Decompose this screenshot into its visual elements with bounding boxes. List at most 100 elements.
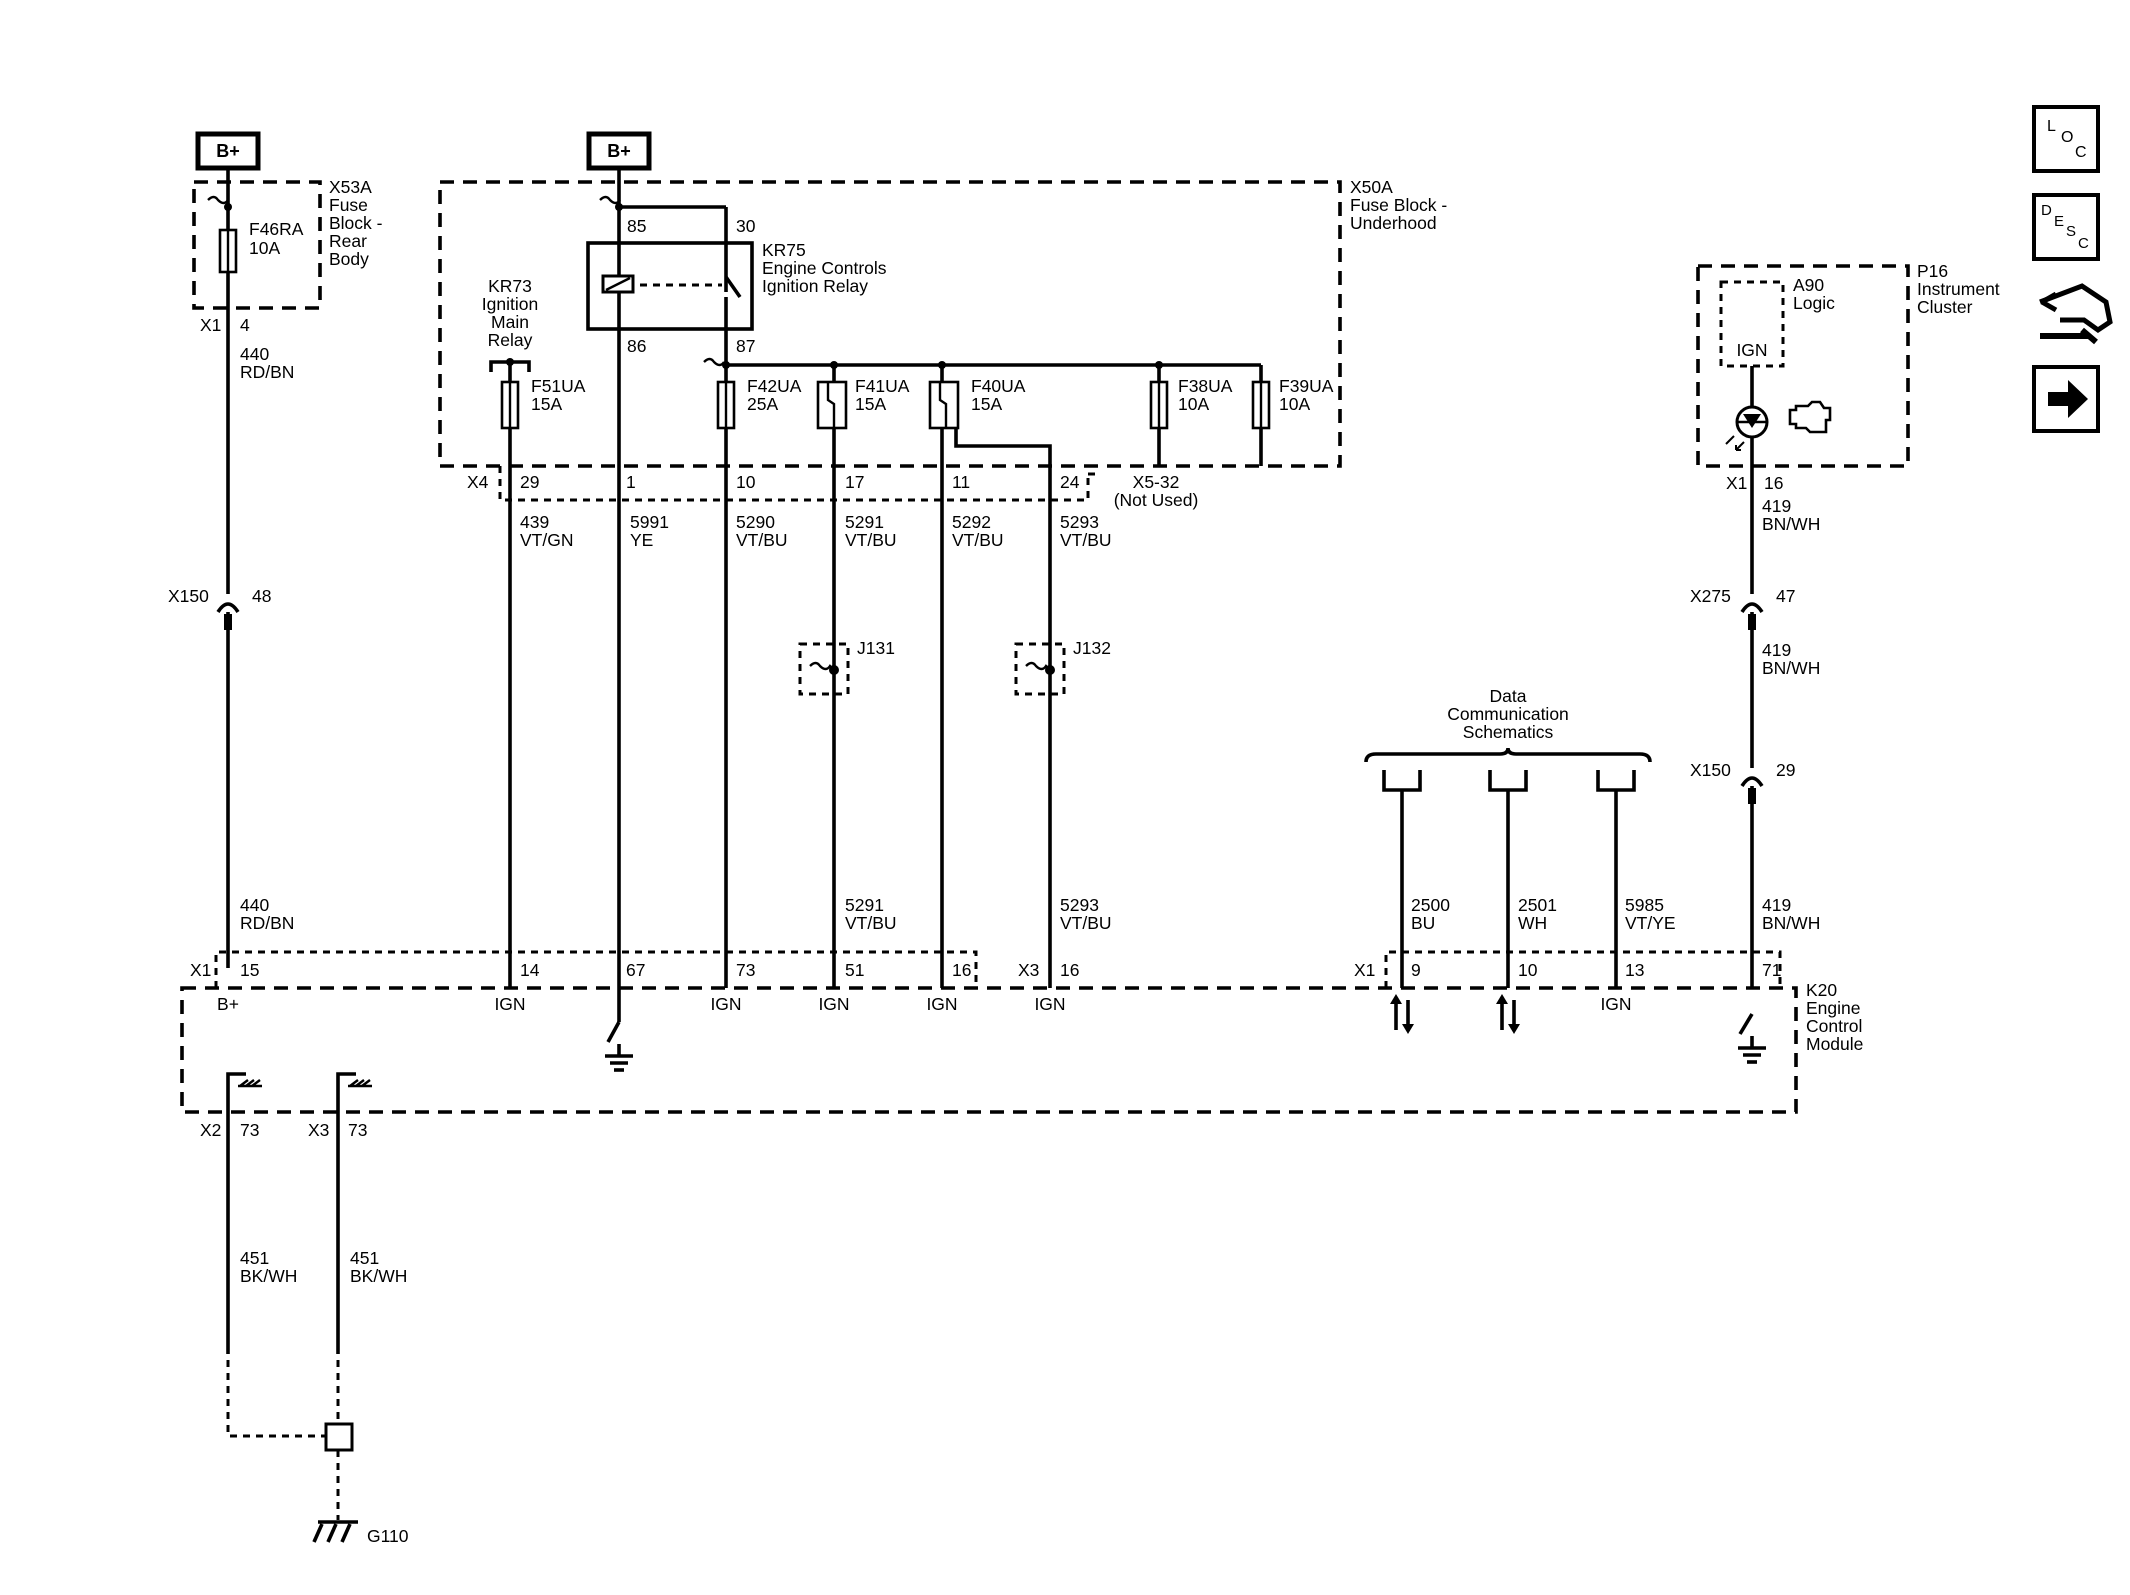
svg-text:X2: X2 (200, 1120, 221, 1140)
svg-text:Engine: Engine (1806, 998, 1861, 1018)
svg-text:VT/BU: VT/BU (845, 913, 897, 933)
svg-text:Rear: Rear (329, 231, 367, 251)
svg-text:439: 439 (520, 512, 549, 532)
svg-text:30: 30 (736, 216, 756, 236)
svg-text:VT/BU: VT/BU (952, 530, 1004, 550)
svg-text:85: 85 (627, 216, 646, 236)
b-plus-source-left: B+ (195, 131, 261, 182)
svg-text:F39UA: F39UA (1279, 376, 1334, 396)
svg-text:5291: 5291 (845, 895, 884, 915)
wire-2500: 2500 BU (1400, 790, 1450, 988)
svg-text:87: 87 (736, 336, 755, 356)
svg-text:Schematics: Schematics (1463, 722, 1554, 742)
svg-text:VT/BU: VT/BU (845, 530, 897, 550)
svg-text:16: 16 (1060, 960, 1079, 980)
wire-440-left: 440 RD/BN X150 48 440 RD/BN (168, 308, 294, 968)
ground-g110: G110 (312, 1520, 409, 1546)
svg-text:F40UA: F40UA (971, 376, 1026, 396)
svg-text:5985: 5985 (1625, 895, 1664, 915)
svg-text:15A: 15A (971, 394, 1002, 414)
desc-icon[interactable]: D E S C (2032, 193, 2100, 261)
svg-text:X1: X1 (1354, 960, 1375, 980)
wire-5291: 5291 VT/BU 5291 VT/BU (832, 476, 897, 988)
loc-icon[interactable]: L O C (2032, 105, 2100, 173)
svg-text:X150: X150 (168, 586, 209, 606)
svg-text:Instrument: Instrument (1917, 279, 2000, 299)
svg-text:2500: 2500 (1411, 895, 1450, 915)
wire-5290: 5290 VT/BU (724, 476, 788, 988)
svg-text:67: 67 (626, 960, 645, 980)
svg-text:Module: Module (1806, 1034, 1863, 1054)
svg-text:BK/WH: BK/WH (240, 1266, 297, 1286)
svg-text:13: 13 (1625, 960, 1644, 980)
next-page-icon[interactable] (2032, 365, 2100, 433)
svg-text:B+: B+ (607, 141, 631, 161)
svg-text:VT/BU: VT/BU (1060, 913, 1112, 933)
svg-text:14: 14 (520, 960, 540, 980)
svg-text:X4: X4 (467, 472, 489, 492)
svg-text:11: 11 (952, 472, 970, 492)
svg-text:X3: X3 (1018, 960, 1039, 980)
svg-text:51: 51 (845, 960, 864, 980)
svg-text:419: 419 (1762, 496, 1791, 516)
svg-text:IGN: IGN (494, 994, 525, 1014)
svg-text:Ignition: Ignition (482, 294, 538, 314)
svg-text:VT/GN: VT/GN (520, 530, 573, 550)
svg-text:5290: 5290 (736, 512, 775, 532)
svg-text:440: 440 (240, 895, 269, 915)
svg-text:5291: 5291 (845, 512, 884, 532)
svg-text:F46RA: F46RA (249, 219, 304, 239)
svg-text:F41UA: F41UA (855, 376, 910, 396)
svg-text:Fuse: Fuse (329, 195, 368, 215)
svg-text:RD/BN: RD/BN (240, 913, 294, 933)
svg-text:BK/WH: BK/WH (350, 1266, 407, 1286)
svg-text:IGN: IGN (1034, 994, 1065, 1014)
svg-text:E: E (2054, 213, 2064, 230)
svg-text:86: 86 (627, 336, 646, 356)
svg-text:Main: Main (491, 312, 529, 332)
svg-text:10A: 10A (1178, 394, 1209, 414)
svg-text:D: D (2041, 202, 2052, 219)
svg-text:X275: X275 (1690, 586, 1731, 606)
svg-text:48: 48 (252, 586, 271, 606)
wire-5991: 5991 YE (617, 476, 669, 1022)
svg-text:16: 16 (1764, 473, 1783, 493)
svg-text:17: 17 (845, 472, 864, 492)
svg-text:C: C (2078, 235, 2089, 252)
svg-text:10: 10 (1518, 960, 1538, 980)
connector-end-view-icon[interactable] (2039, 283, 2113, 345)
svg-text:X3: X3 (308, 1120, 329, 1140)
svg-text:X1: X1 (1726, 473, 1747, 493)
svg-text:15: 15 (240, 960, 259, 980)
k20-engine-control-module: K20 Engine Control Module X1 15 14 67 73… (180, 950, 1863, 1140)
svg-text:J131: J131 (857, 638, 895, 658)
svg-text:Data: Data (1490, 686, 1527, 706)
svg-text:15A: 15A (855, 394, 886, 414)
data-communication-schematics[interactable]: Data Communication Schematics (1364, 686, 1652, 792)
svg-text:BN/WH: BN/WH (1762, 913, 1820, 933)
svg-text:73: 73 (348, 1120, 367, 1140)
svg-text:Logic: Logic (1793, 293, 1835, 313)
svg-text:Engine Controls: Engine Controls (762, 258, 887, 278)
svg-text:47: 47 (1776, 586, 1795, 606)
svg-text:KR75: KR75 (762, 240, 806, 260)
fuse-f40ua: F40UA 15A (928, 365, 1052, 476)
svg-text:IGN: IGN (710, 994, 741, 1014)
svg-text:BN/WH: BN/WH (1762, 658, 1820, 678)
svg-text:440: 440 (240, 344, 269, 364)
svg-text:4: 4 (240, 315, 250, 335)
svg-text:X50A: X50A (1350, 177, 1393, 197)
svg-text:Cluster: Cluster (1917, 297, 1973, 317)
svg-text:9: 9 (1411, 960, 1421, 980)
svg-text:29: 29 (520, 472, 539, 492)
svg-text:S: S (2066, 223, 2076, 240)
splice-j131: J131 (798, 638, 895, 696)
svg-text:IGN: IGN (926, 994, 957, 1014)
svg-text:VT/BU: VT/BU (1060, 530, 1112, 550)
wire-439: 439 VT/GN (508, 466, 573, 988)
svg-text:25A: 25A (747, 394, 778, 414)
x53a-fuse-block: X53A Fuse Block - Rear Body F46RA 10A X1… (192, 177, 383, 335)
svg-text:F51UA: F51UA (531, 376, 586, 396)
svg-text:Underhood: Underhood (1350, 213, 1437, 233)
